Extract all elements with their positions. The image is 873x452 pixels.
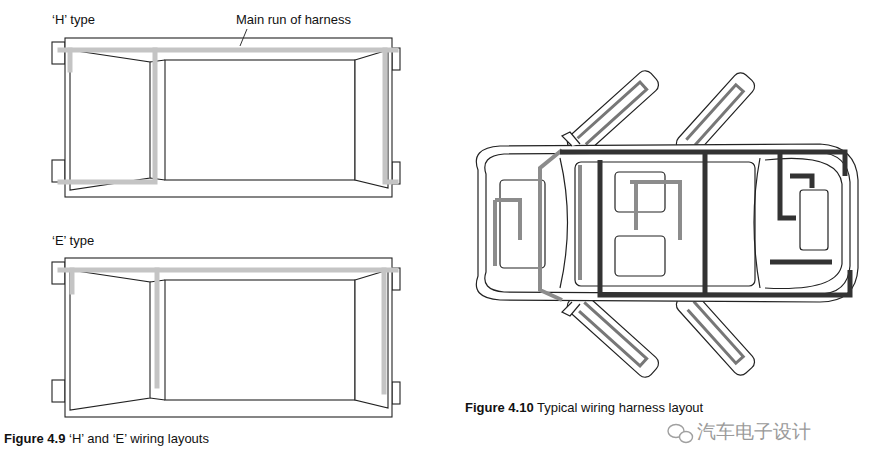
harness-run: [540, 150, 562, 300]
harness-run: [780, 152, 796, 218]
watermark-icon: [668, 425, 693, 443]
figure-caption: Figure 4.9 ‘H’ and ‘E’ wiring layouts: [4, 431, 209, 447]
chat-bubble: [680, 432, 693, 443]
harness-car: [476, 67, 858, 380]
harness-grey: [495, 150, 680, 300]
harness-run: [382, 270, 387, 392]
harness-run: [630, 182, 680, 240]
bumper: [52, 262, 65, 284]
harness-run: [578, 165, 582, 280]
harness-run: [770, 260, 832, 265]
layout-label: ‘H’ type: [52, 12, 95, 28]
watermark: 汽车电子设计: [697, 421, 811, 444]
car-body: [65, 38, 392, 197]
boot: [355, 270, 388, 408]
mirror: [562, 132, 580, 146]
harness-run: [155, 270, 160, 386]
harness-run: [634, 182, 638, 230]
bonnet: [70, 270, 150, 410]
rear-window: [560, 158, 568, 288]
h-type-harness: [60, 50, 396, 182]
harness-run: [385, 50, 396, 182]
harness-run: [60, 48, 396, 53]
caption-text: ‘H’ and ‘E’ wiring layouts: [65, 431, 209, 446]
harness-run: [68, 50, 73, 70]
harness-run: [703, 152, 708, 294]
figure-caption: Figure 4.10 Typical wiring harness layou…: [465, 400, 703, 416]
seat: [615, 172, 665, 212]
leader-line: [240, 29, 247, 46]
mirror: [562, 302, 580, 316]
e-type-car: [52, 258, 400, 417]
bumper: [52, 160, 65, 182]
caption-text: Typical wiring harness layout: [534, 400, 704, 415]
door-harness: [686, 85, 743, 147]
bonnet: [70, 50, 150, 190]
door-harness: [578, 82, 647, 146]
seat: [615, 236, 665, 276]
car-body: [65, 258, 392, 417]
cabin-roof: [165, 60, 355, 180]
engine: [800, 190, 828, 250]
harness-dark: [560, 152, 850, 295]
harness-run: [70, 270, 75, 292]
bumper: [52, 380, 65, 402]
harness-run: [60, 268, 396, 273]
harness-run: [493, 200, 497, 266]
harness-run: [600, 160, 850, 295]
part-label: Main run of harness: [236, 12, 351, 28]
layout-label: ‘E’ type: [52, 233, 94, 249]
cabin-roof: [165, 280, 355, 400]
door: [564, 289, 662, 380]
bumper: [52, 42, 65, 64]
harness-run: [790, 176, 812, 188]
door-harness: [686, 302, 743, 364]
door-harness: [578, 302, 647, 366]
engine-bay: [765, 158, 842, 288]
harness-run: [495, 200, 520, 240]
figure-number: Figure 4.9: [4, 431, 65, 446]
bumper: [392, 382, 400, 404]
car-body: [476, 144, 858, 302]
door-panel: [564, 289, 662, 380]
figure-number: Figure 4.10: [465, 400, 534, 415]
harness-run: [60, 50, 155, 182]
h-type-car: [52, 38, 400, 197]
